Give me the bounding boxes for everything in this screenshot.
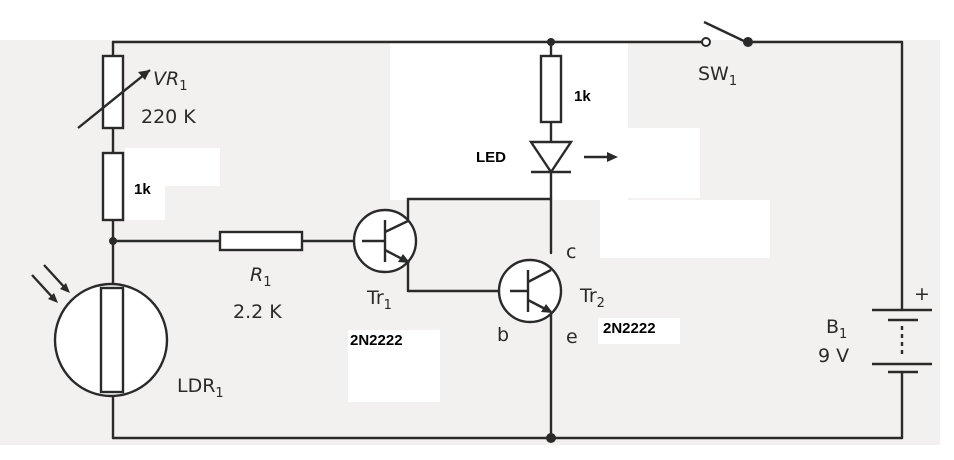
transistor-tr2: [497, 258, 563, 324]
junction-bottom: [546, 433, 556, 443]
junction-divider: [109, 237, 117, 245]
bottom-patch: [0, 445, 954, 460]
tr2-part-number: 2N2222: [603, 320, 656, 337]
tr2-label: Tr2: [579, 285, 605, 311]
led-label: LED: [476, 149, 506, 166]
resistor-1k-top: [539, 54, 563, 124]
right-patch: [940, 0, 954, 460]
upper-middle-patch: [390, 42, 628, 200]
variable-resistor-vr1: [77, 54, 151, 130]
tr1-label: Tr1: [366, 287, 392, 313]
battery-b1: [872, 308, 932, 374]
tr1-part-number: 2N2222: [350, 332, 403, 349]
r-mid-patch-2: [125, 186, 165, 220]
r1-label: R1: [250, 264, 271, 290]
pin-c-label: c: [566, 241, 576, 263]
pin-e-label: e: [566, 326, 578, 348]
tr1-part-patch: [348, 330, 440, 402]
transistor-tr1: [352, 208, 418, 274]
r-mid-label: 1k: [134, 181, 151, 198]
wiring: [111, 40, 904, 440]
tr2-collector-patch: [600, 200, 770, 258]
resistor-1k-left: [101, 151, 125, 222]
b1-label: B1: [826, 316, 847, 342]
r-mid-patch: [125, 148, 220, 186]
switch-sw1: [701, 20, 753, 47]
led-symbol: [528, 140, 618, 175]
top-patch: [0, 0, 954, 40]
vr1-value: 220 K: [141, 106, 196, 128]
ldr1-label: LDR1: [177, 375, 224, 401]
b1-value: 9 V: [818, 345, 849, 367]
resistor-r1: [218, 230, 304, 252]
led-area-patch: [610, 128, 700, 198]
tr2-part-patch: [598, 318, 680, 344]
sw1-label: SW1: [698, 63, 737, 89]
r1-value: 2.2 K: [233, 301, 282, 323]
pin-b-label: b: [497, 324, 509, 346]
ldr-symbol: [31, 264, 169, 398]
junction-top: [547, 38, 555, 46]
battery-plus-label: +: [914, 283, 930, 305]
r-top-label: 1k: [574, 88, 591, 105]
vr1-label: VR1: [153, 68, 187, 94]
